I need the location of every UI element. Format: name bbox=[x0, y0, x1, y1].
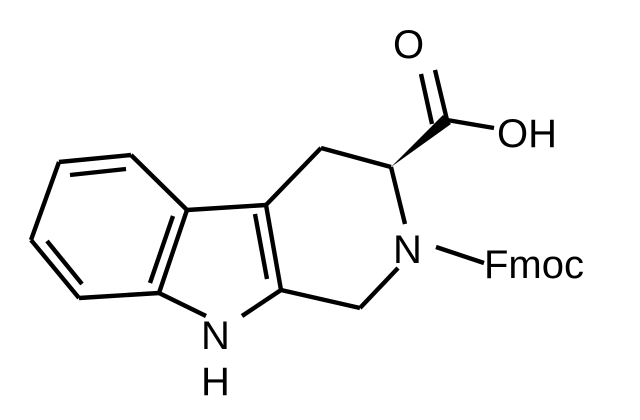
benzene-ring bbox=[28, 152, 190, 301]
hydroxyl-label: OH bbox=[497, 112, 557, 156]
ring-nitrogen-label: N bbox=[393, 228, 422, 272]
bond-c9a-c4b-inner bbox=[252, 213, 270, 280]
bond-c4-c3 bbox=[320, 145, 392, 170]
piperidine-ring bbox=[264, 145, 408, 311]
bond-c1-c9a bbox=[280, 287, 361, 311]
bond-c3-n9 bbox=[158, 291, 207, 318]
bond-c3-n2 bbox=[388, 166, 408, 225]
bond-c4b-c4 bbox=[264, 146, 323, 207]
bond-c5-c6 bbox=[28, 161, 62, 241]
bond-c2-c3 bbox=[156, 209, 190, 294]
carboxylic-acid bbox=[391, 69, 495, 167]
pyrrole-ring bbox=[158, 202, 284, 318]
bond-c4-c5 bbox=[29, 238, 81, 300]
indole-nitrogen-label: N bbox=[201, 314, 230, 358]
bond-n9-c9a bbox=[240, 288, 283, 318]
bond-n-fmoc bbox=[435, 244, 485, 266]
indole-hydrogen-label: H bbox=[201, 360, 230, 404]
bond-c4b-c2 bbox=[186, 202, 267, 213]
bond-c6-c1 bbox=[58, 152, 132, 165]
bond-c-oh bbox=[446, 117, 495, 131]
bond-c1-c2 bbox=[129, 153, 189, 212]
bond-c2-c3-inner bbox=[147, 215, 176, 284]
fmoc-label: Fmoc bbox=[484, 243, 584, 287]
bond-carbonyl-double-1 bbox=[432, 69, 450, 121]
bond-carbonyl-double-2 bbox=[418, 73, 435, 125]
bond-c6-c1-inner bbox=[69, 166, 127, 178]
carbonyl-oxygen-label: O bbox=[393, 23, 424, 67]
bond-c3-c4 bbox=[78, 290, 160, 301]
stereo-wedge-bond bbox=[391, 115, 451, 167]
bond-c9a-c4b bbox=[263, 204, 284, 291]
bond-c4-c5-inner bbox=[45, 239, 84, 286]
bond-n2-c1 bbox=[358, 266, 400, 310]
